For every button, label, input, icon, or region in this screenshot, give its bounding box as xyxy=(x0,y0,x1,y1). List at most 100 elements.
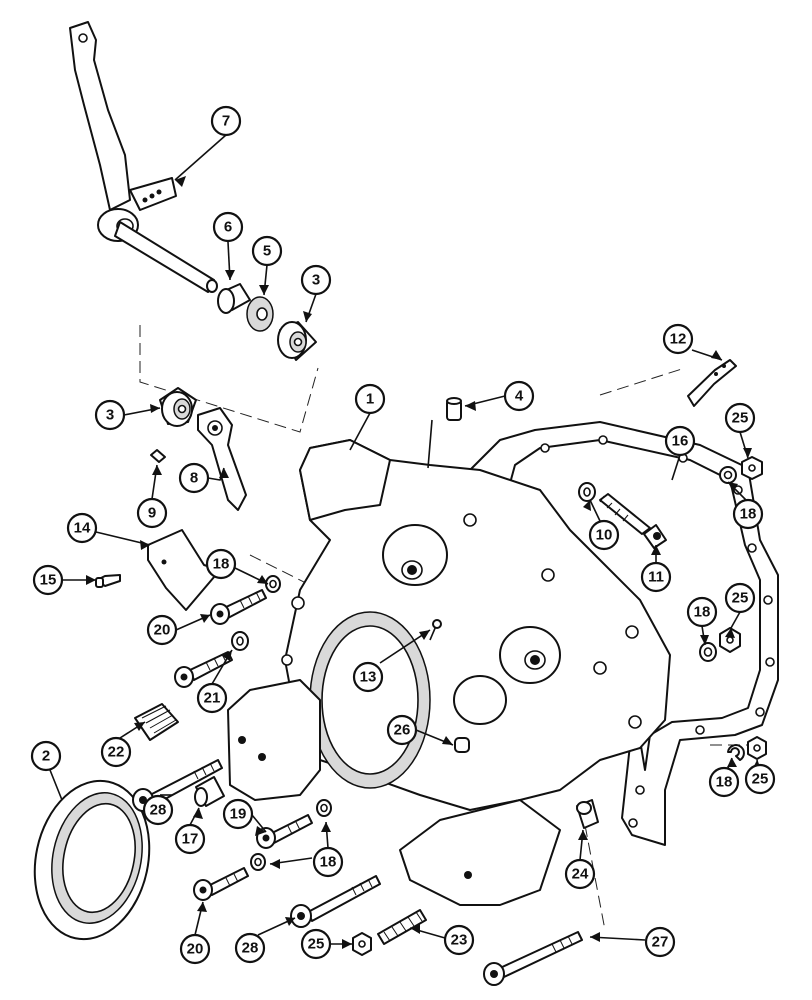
svg-text:2: 2 xyxy=(42,748,50,765)
callout-13: 13 xyxy=(352,661,384,693)
spacer xyxy=(217,283,251,314)
callout-10: 10 xyxy=(588,519,620,551)
callout-16: 16 xyxy=(664,425,696,457)
long-cap-screw-bottom xyxy=(290,875,381,928)
callout-22: 22 xyxy=(100,736,132,768)
svg-text:18: 18 xyxy=(213,556,230,573)
callout-24: 24 xyxy=(564,858,596,890)
svg-text:1: 1 xyxy=(366,391,374,408)
callout-25-upper: 25 xyxy=(724,402,756,434)
callout-25-lower-right: 25 xyxy=(744,763,776,795)
mounting-block-bottom xyxy=(399,799,561,906)
flat-washer-upper xyxy=(578,482,596,502)
callout-3-upper: 3 xyxy=(300,264,332,296)
callout-18-mid-right: 18 xyxy=(686,596,718,628)
stud-bottom xyxy=(377,909,427,945)
callout-17: 17 xyxy=(174,823,206,855)
threaded-plug xyxy=(134,703,179,741)
callout-27: 27 xyxy=(644,926,676,958)
svg-text:20: 20 xyxy=(154,622,171,639)
callout-18-left-upper: 18 xyxy=(205,548,237,580)
bracket-plate xyxy=(147,529,221,611)
callout-28-lower: 28 xyxy=(234,932,266,964)
bearing-upper xyxy=(277,321,317,361)
callout-7: 7 xyxy=(210,105,242,137)
small-screw xyxy=(95,574,121,588)
svg-text:13: 13 xyxy=(360,669,377,686)
callout-4: 4 xyxy=(503,380,535,412)
svg-text:6: 6 xyxy=(224,219,232,236)
cap-screw-left-mid xyxy=(174,651,233,688)
callout-25-mid: 25 xyxy=(724,582,756,614)
svg-text:3: 3 xyxy=(106,407,114,424)
svg-text:14: 14 xyxy=(74,520,91,537)
lever-arm xyxy=(197,407,247,511)
bearing-lower xyxy=(159,387,197,427)
svg-text:7: 7 xyxy=(222,113,230,130)
dowel-sleeve xyxy=(194,776,225,807)
callout-26: 26 xyxy=(386,714,418,746)
callout-12: 12 xyxy=(662,323,694,355)
mounting-block-left xyxy=(227,679,321,801)
svg-text:21: 21 xyxy=(204,690,221,707)
callout-18-upper-right: 18 xyxy=(732,498,764,530)
lock-washer-mid-right xyxy=(699,642,717,662)
svg-text:15: 15 xyxy=(40,572,57,589)
washer xyxy=(246,296,274,332)
lock-washer-lower-right xyxy=(727,744,745,761)
lock-washer-center xyxy=(316,799,332,817)
lock-washer-left-upper xyxy=(265,575,281,593)
callout-20-upper: 20 xyxy=(146,614,178,646)
svg-text:23: 23 xyxy=(451,932,468,949)
callout-25-bottom: 25 xyxy=(300,928,332,960)
oil-seal xyxy=(33,779,151,941)
lock-washer-upper-right xyxy=(719,466,737,484)
svg-text:25: 25 xyxy=(308,936,325,953)
callout-15: 15 xyxy=(32,564,64,596)
cap-screw-lower-left xyxy=(193,867,249,901)
callout-19: 19 xyxy=(222,798,254,830)
callout-28-upper: 28 xyxy=(142,794,174,826)
svg-text:26: 26 xyxy=(394,722,411,739)
callout-1: 1 xyxy=(354,383,386,415)
svg-text:3: 3 xyxy=(312,272,320,289)
svg-text:11: 11 xyxy=(648,569,664,586)
svg-text:18: 18 xyxy=(740,506,757,523)
svg-text:25: 25 xyxy=(732,410,749,427)
dowel xyxy=(446,397,462,421)
svg-text:5: 5 xyxy=(263,243,271,260)
hex-nut-mid-right xyxy=(719,627,741,653)
callout-18-lower-right: 18 xyxy=(708,766,740,798)
svg-text:22: 22 xyxy=(108,744,125,761)
svg-text:18: 18 xyxy=(716,774,733,791)
cap-screw-left-upper xyxy=(210,589,267,625)
svg-text:25: 25 xyxy=(732,590,749,607)
callout-23: 23 xyxy=(443,924,475,956)
svg-text:25: 25 xyxy=(752,771,769,788)
callout-3-lower: 3 xyxy=(94,399,126,431)
svg-text:16: 16 xyxy=(672,433,689,450)
lever xyxy=(69,21,218,293)
callout-8: 8 xyxy=(178,462,210,494)
svg-text:28: 28 xyxy=(150,802,167,819)
callout-21: 21 xyxy=(196,682,228,714)
svg-text:17: 17 xyxy=(182,831,199,848)
callout-5: 5 xyxy=(251,235,283,267)
pin xyxy=(150,449,166,463)
cap-screw-upper xyxy=(599,493,667,549)
svg-text:9: 9 xyxy=(148,505,156,522)
svg-text:8: 8 xyxy=(190,470,198,487)
callout-6: 6 xyxy=(212,211,244,243)
callout-11: 11 xyxy=(640,561,672,593)
svg-text:12: 12 xyxy=(670,331,687,348)
locking-tab xyxy=(687,359,737,407)
svg-text:18: 18 xyxy=(694,604,711,621)
callout-18-center: 18 xyxy=(312,846,344,878)
callout-20-lower: 20 xyxy=(179,933,211,965)
callout-14: 14 xyxy=(66,512,98,544)
spacer-bush xyxy=(576,799,599,829)
hex-nut-bottom xyxy=(352,932,372,956)
callout-2: 2 xyxy=(30,740,62,772)
svg-text:4: 4 xyxy=(515,388,524,405)
